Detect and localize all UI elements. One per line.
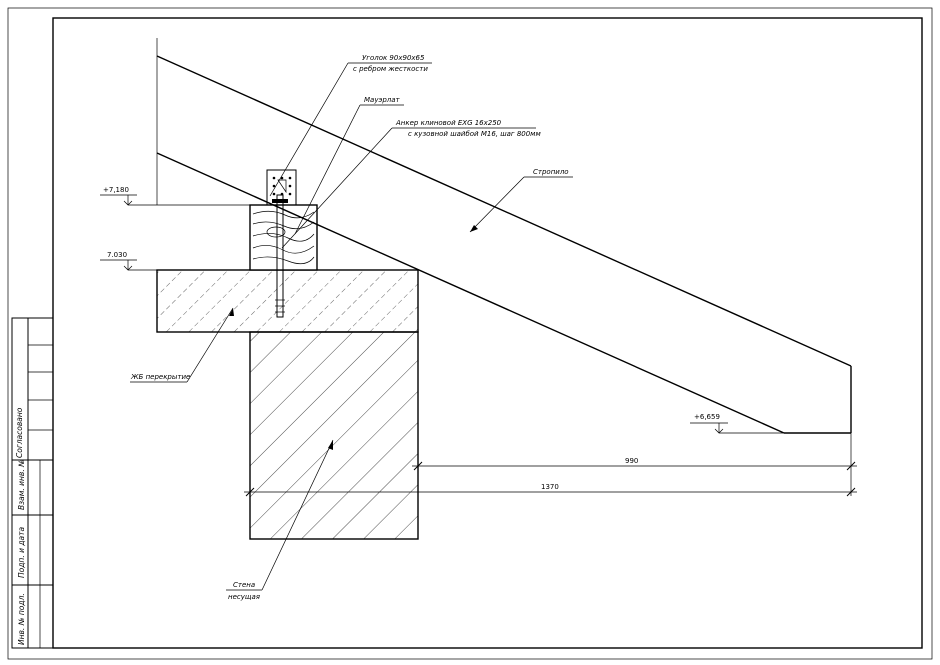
level-mark-slab: 7.030 (100, 251, 157, 271)
callout-mauerlat-label: Мауэрлат (364, 96, 401, 104)
callout-wall-line1: Стена (233, 581, 255, 589)
level-mauerlat-label: +7,180 (103, 186, 129, 194)
anchor-bolt (272, 194, 288, 318)
callout-anchor-line2: с кузовной шайбой М16, шаг 800мм (408, 130, 541, 138)
dimension-990-label: 990 (625, 457, 638, 465)
callout-wall: Стена несущая (226, 439, 334, 601)
stamp-agreed: Согласовано (15, 407, 24, 458)
side-stamp: Согласовано Взам. инв. № Подп. и дата Ин… (11, 317, 54, 649)
level-mark-rafter-end: +6,659 (690, 413, 784, 434)
callout-rafter-label: Стропило (533, 168, 569, 176)
angle-bracket (266, 169, 297, 206)
callout-wall-line2: несущая (228, 593, 260, 601)
callout-rafter: Стропило (469, 168, 573, 233)
callout-mauerlat: Мауэрлат (294, 96, 404, 235)
callout-angle-line1: Уголок 90х90х65 (362, 54, 425, 62)
level-mark-mauerlat: +7,180 (100, 186, 250, 206)
bearing-wall (249, 331, 419, 540)
level-rafter-end-label: +6,659 (694, 413, 720, 421)
callout-angle: Уголок 90х90х65 с ребром жесткости (269, 54, 432, 197)
stamp-signature-date: Подп. и дата (17, 527, 26, 578)
dimension-1370-label: 1370 (541, 483, 559, 491)
level-slab-label: 7.030 (107, 251, 127, 259)
callout-anchor: Анкер клиновой EXG 16х250 с кузовной шай… (281, 119, 541, 249)
rafter (156, 55, 852, 434)
concrete-slab (156, 269, 419, 333)
callout-slab-label: ЖБ перекрытие (130, 373, 190, 381)
callout-slab: ЖБ перекрытие (130, 307, 234, 383)
dimension-990: 990 (412, 332, 857, 496)
sheet-outer-frame (7, 7, 933, 660)
sheet-inner-frame (52, 17, 923, 649)
callout-angle-line2: с ребром жесткости (353, 65, 428, 73)
callout-anchor-line1: Анкер клиновой EXG 16х250 (395, 119, 502, 127)
dimension-1370: 1370 (244, 483, 857, 497)
stamp-inv-original: Инв. № подл. (17, 593, 26, 645)
stamp-inv-replaced: Взам. инв. № (17, 459, 26, 510)
